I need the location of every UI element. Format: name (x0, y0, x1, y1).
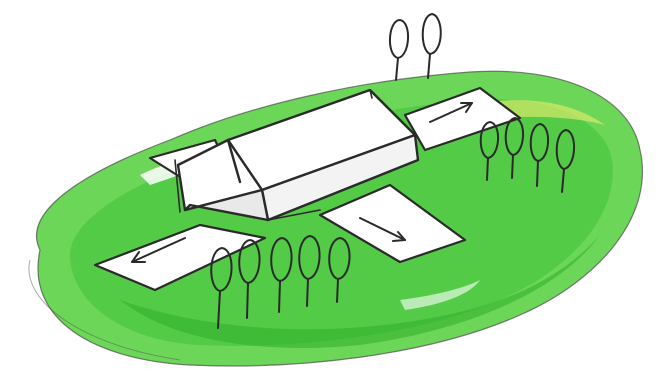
tree-cluster-top (390, 14, 441, 80)
